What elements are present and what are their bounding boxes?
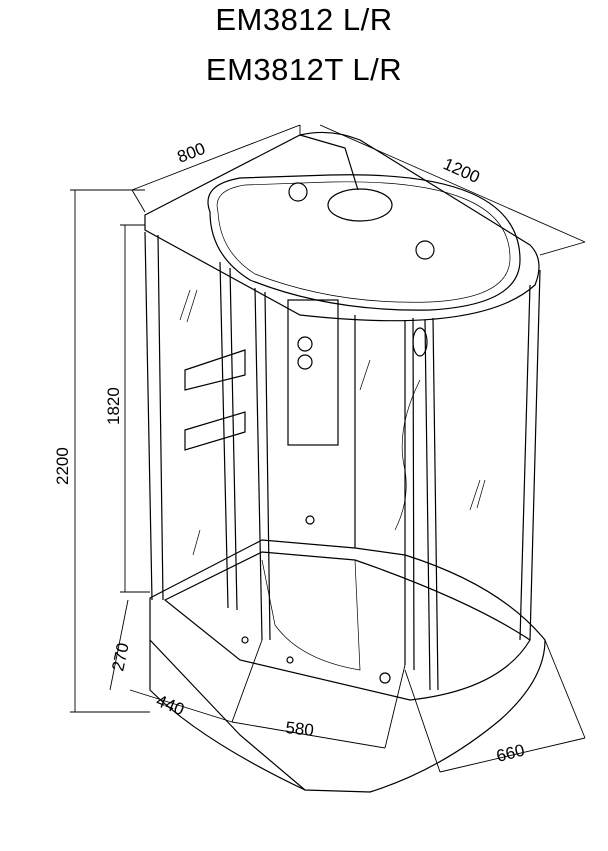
dimension-lines <box>70 124 586 773</box>
hand-shower <box>412 327 428 357</box>
roof <box>144 131 540 322</box>
dim-580: 580 <box>285 718 315 740</box>
dim-440: 440 <box>154 691 187 719</box>
roof-light <box>288 182 308 202</box>
roof-speaker <box>415 240 435 260</box>
dim-660: 660 <box>494 741 526 766</box>
dim-1200: 1200 <box>440 154 482 187</box>
control-panel <box>287 299 339 446</box>
shelf <box>184 349 246 391</box>
model-title-2: EM3812T L/R <box>205 52 403 87</box>
model-title-1: EM3812 L/R <box>215 2 393 37</box>
dim-270: 270 <box>108 641 132 673</box>
dim-2200: 2200 <box>53 447 72 485</box>
tray <box>149 539 546 793</box>
cabin-walls <box>144 231 541 691</box>
dim-1820: 1820 <box>104 387 123 425</box>
rain-shower-head <box>327 188 393 222</box>
shelf <box>184 411 246 451</box>
